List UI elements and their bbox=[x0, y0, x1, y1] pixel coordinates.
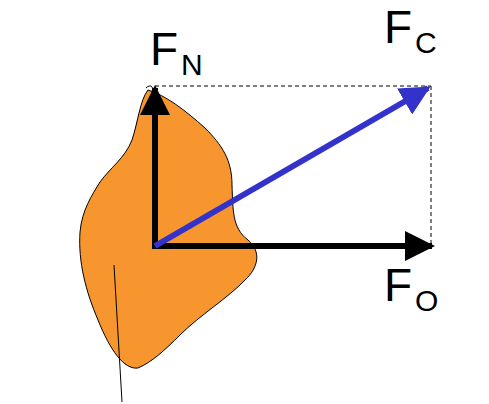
friction-force-arrow bbox=[152, 243, 432, 249]
chip-mark bbox=[146, 86, 153, 92]
force-subscript: N bbox=[181, 50, 203, 80]
resultant-force-arrow bbox=[155, 88, 428, 246]
force-subscript: C bbox=[415, 28, 437, 58]
force-symbol: F bbox=[150, 26, 178, 72]
dashed-guide bbox=[431, 86, 432, 245]
dashed-guide bbox=[155, 86, 431, 87]
force-symbol: F bbox=[384, 4, 412, 50]
normal-force-arrow bbox=[152, 88, 158, 246]
chip-line bbox=[114, 265, 122, 402]
force-symbol: F bbox=[384, 262, 412, 308]
chip-blob bbox=[80, 90, 257, 368]
force-subscript: O bbox=[415, 286, 438, 316]
